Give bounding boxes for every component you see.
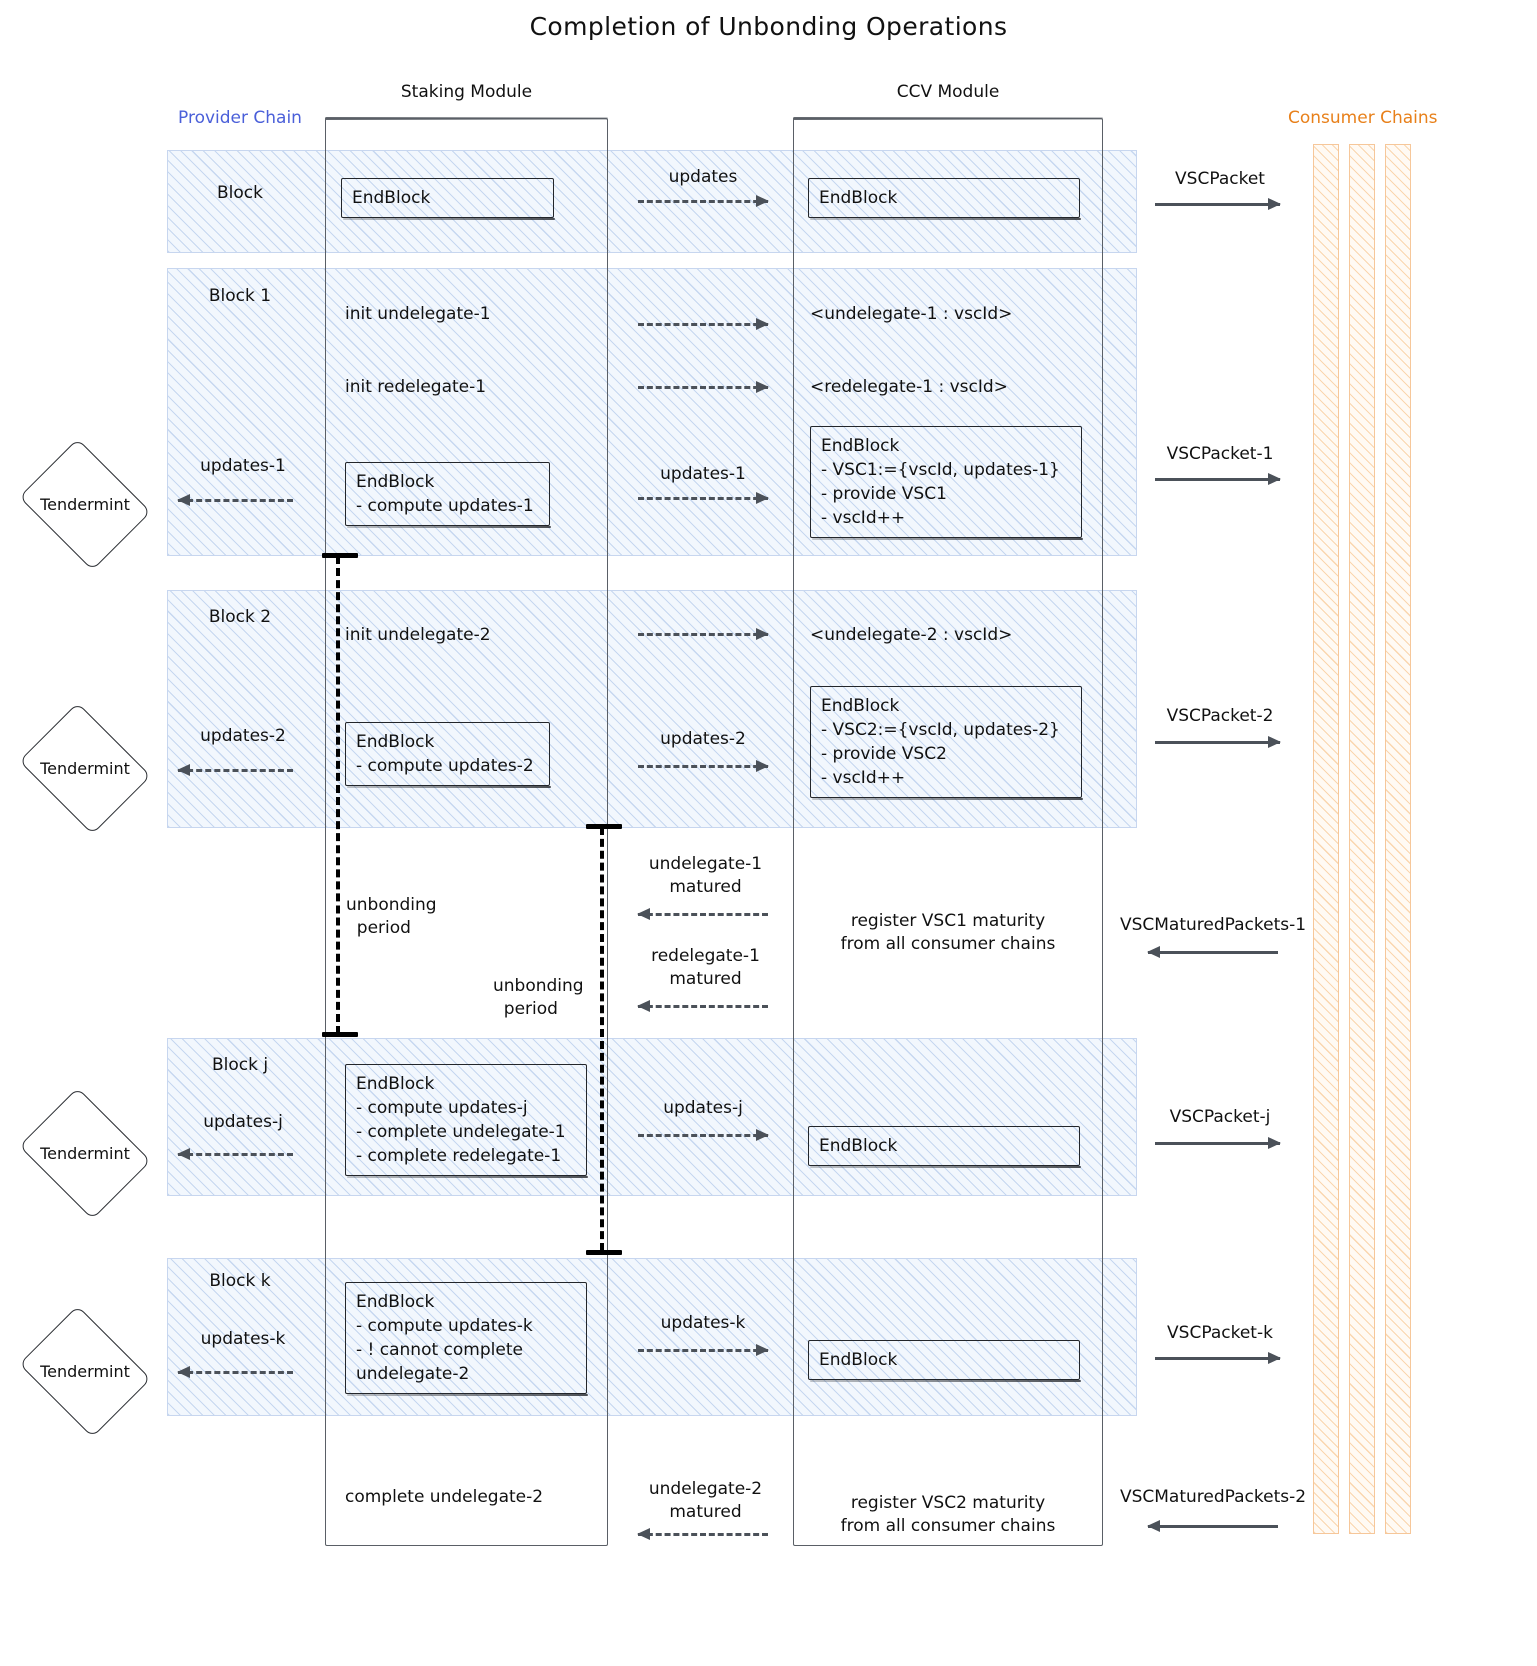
ccv-endblock-2: EndBlock - VSC2:={vscId, updates-2} - pr…	[810, 686, 1083, 800]
provider-chain-label: Provider Chain	[178, 108, 302, 128]
staking-endblock-0: EndBlock	[341, 178, 555, 221]
block-label-2: Block 2	[208, 607, 272, 627]
tendermint-node-3[interactable]: Tendermint	[18, 1087, 152, 1220]
unbonding-period-label-1: unbonding period	[346, 895, 437, 938]
ccv-register-vsc2-maturity: register VSC2 maturity from all consumer…	[840, 1493, 1056, 1536]
unbonding-bracket-2-cap-top	[586, 824, 622, 829]
block-label-j: Block j	[211, 1055, 269, 1075]
tendermint-message-label-1: updates-1	[200, 456, 286, 476]
tendermint-message-label-2: updates-2	[200, 726, 286, 746]
staking-to-ccv-arrow-5	[638, 760, 769, 772]
staking-to-ccv-arrow-0	[638, 195, 769, 207]
tendermint-label: Tendermint	[40, 1144, 130, 1163]
staking-endblock-k: EndBlock - compute updates-k - ! cannot …	[345, 1282, 588, 1396]
ccv-to-staking-label-redelegate-1: redelegate-1 matured	[651, 946, 760, 989]
staking-module-label: Staking Module	[400, 82, 533, 102]
tendermint-arrow-2	[177, 764, 293, 776]
block-band-1	[167, 268, 1137, 556]
ccv-module-lifeline	[793, 117, 1103, 1546]
block-label-0: Block	[217, 183, 263, 203]
staking-to-ccv-label-1: updates-1	[660, 464, 746, 484]
block-band-j	[167, 1038, 1137, 1196]
ccv-redelegate-1-msg: <redelegate-1 : vscId>	[810, 377, 1008, 397]
ccv-endblock-1: EndBlock - VSC1:={vscId, updates-1} - pr…	[810, 426, 1083, 540]
vscpacket-label-1: VSCPacket-1	[1166, 444, 1274, 464]
vscpacket-label-j: VSCPacket-j	[1169, 1107, 1271, 1127]
unbonding-period-label-2: unbonding period	[493, 976, 584, 1019]
vscpacket-arrow-1	[1155, 473, 1281, 485]
block-band-k	[167, 1258, 1137, 1416]
tendermint-label: Tendermint	[40, 495, 130, 514]
vscpacket-label-2: VSCPacket-2	[1166, 706, 1274, 726]
staking-endblock-1: EndBlock - compute updates-1	[345, 462, 551, 529]
staking-module-lifeline	[325, 117, 608, 1546]
ccv-module-label: CCV Module	[896, 82, 1000, 102]
unbonding-bracket-1-line	[336, 556, 340, 1034]
staking-to-ccv-arrow-4	[638, 628, 769, 640]
staking-to-ccv-label-j: updates-j	[663, 1098, 743, 1118]
staking-endblock-2: EndBlock - compute updates-2	[345, 722, 551, 789]
staking-init-undelegate-2: init undelegate-2	[345, 625, 491, 645]
tendermint-arrow-k	[177, 1366, 293, 1378]
tendermint-node-4[interactable]: Tendermint	[18, 1305, 152, 1438]
staking-to-ccv-arrow-3	[638, 492, 769, 504]
tendermint-message-label-k: updates-k	[200, 1329, 286, 1349]
vscpacket-label-0: VSCPacket	[1175, 169, 1265, 189]
tendermint-message-label-j: updates-j	[203, 1112, 283, 1132]
vscpacket-label-k: VSCPacket-k	[1167, 1323, 1273, 1343]
tendermint-node-1[interactable]: Tendermint	[18, 438, 152, 571]
staking-to-ccv-label-k: updates-k	[660, 1313, 746, 1333]
ccv-undelegate-2-msg: <undelegate-2 : vscId>	[810, 625, 1013, 645]
ccv-to-staking-label-undelegate-2: undelegate-2 matured	[648, 1479, 763, 1522]
staking-to-ccv-arrow-j	[638, 1129, 769, 1141]
vscmaturedpackets-label-2: VSCMaturedPackets-2	[1119, 1487, 1307, 1507]
vscmaturedpackets-label-1: VSCMaturedPackets-1	[1119, 915, 1307, 935]
tendermint-label: Tendermint	[40, 759, 130, 778]
staking-to-ccv-label-0: updates	[668, 167, 738, 187]
staking-to-ccv-arrow-1	[638, 318, 769, 330]
staking-to-ccv-arrow-k	[638, 1344, 769, 1356]
unbonding-bracket-1-cap-bottom	[322, 1032, 358, 1037]
ccv-endblock-j: EndBlock	[808, 1126, 1081, 1169]
ccv-endblock-k: EndBlock	[808, 1340, 1081, 1383]
vscmaturedpackets-arrow-2	[1147, 1520, 1278, 1532]
staking-init-undelegate-1: init undelegate-1	[345, 304, 491, 324]
tendermint-arrow-j	[177, 1148, 293, 1160]
tendermint-label: Tendermint	[40, 1362, 130, 1381]
ccv-to-staking-arrow-undelegate-2	[637, 1528, 768, 1540]
staking-to-ccv-label-2: updates-2	[660, 729, 746, 749]
vscpacket-arrow-0	[1155, 198, 1281, 210]
unbonding-bracket-1-cap-top	[322, 553, 358, 558]
ccv-undelegate-1-msg: <undelegate-1 : vscId>	[810, 304, 1013, 324]
staking-to-ccv-arrow-2	[638, 381, 769, 393]
ccv-to-staking-arrow-undelegate-1	[637, 908, 768, 920]
block-label-1: Block 1	[208, 286, 272, 306]
page-title: Completion of Unbonding Operations	[529, 12, 1008, 41]
staking-final-complete-undelegate-2: complete undelegate-2	[345, 1487, 544, 1507]
tendermint-arrow-1	[177, 494, 293, 506]
staking-init-redelegate-1: init redelegate-1	[345, 377, 487, 397]
ccv-endblock-0: EndBlock	[808, 178, 1081, 221]
ccv-register-vsc1-maturity: register VSC1 maturity from all consumer…	[840, 911, 1056, 954]
vscmaturedpackets-arrow-1	[1147, 946, 1278, 958]
consumer-chains-label: Consumer Chains	[1288, 108, 1438, 128]
block-label-k: Block k	[209, 1271, 271, 1291]
tendermint-node-2[interactable]: Tendermint	[18, 702, 152, 835]
ccv-to-staking-label-undelegate-1: undelegate-1 matured	[648, 854, 763, 897]
consumer-chain-bar-2	[1349, 144, 1375, 1534]
vscpacket-arrow-2	[1155, 736, 1281, 748]
consumer-chain-bar-1	[1313, 144, 1339, 1534]
staking-endblock-j: EndBlock - compute updates-j - complete …	[345, 1064, 588, 1178]
vscpacket-arrow-j	[1155, 1137, 1281, 1149]
block-band-2	[167, 590, 1137, 828]
consumer-chain-bar-3	[1385, 144, 1411, 1534]
vscpacket-arrow-k	[1155, 1352, 1281, 1364]
unbonding-bracket-2-line	[600, 827, 604, 1251]
ccv-to-staking-arrow-redelegate-1	[637, 1000, 768, 1012]
unbonding-bracket-2-cap-bottom	[586, 1250, 622, 1255]
